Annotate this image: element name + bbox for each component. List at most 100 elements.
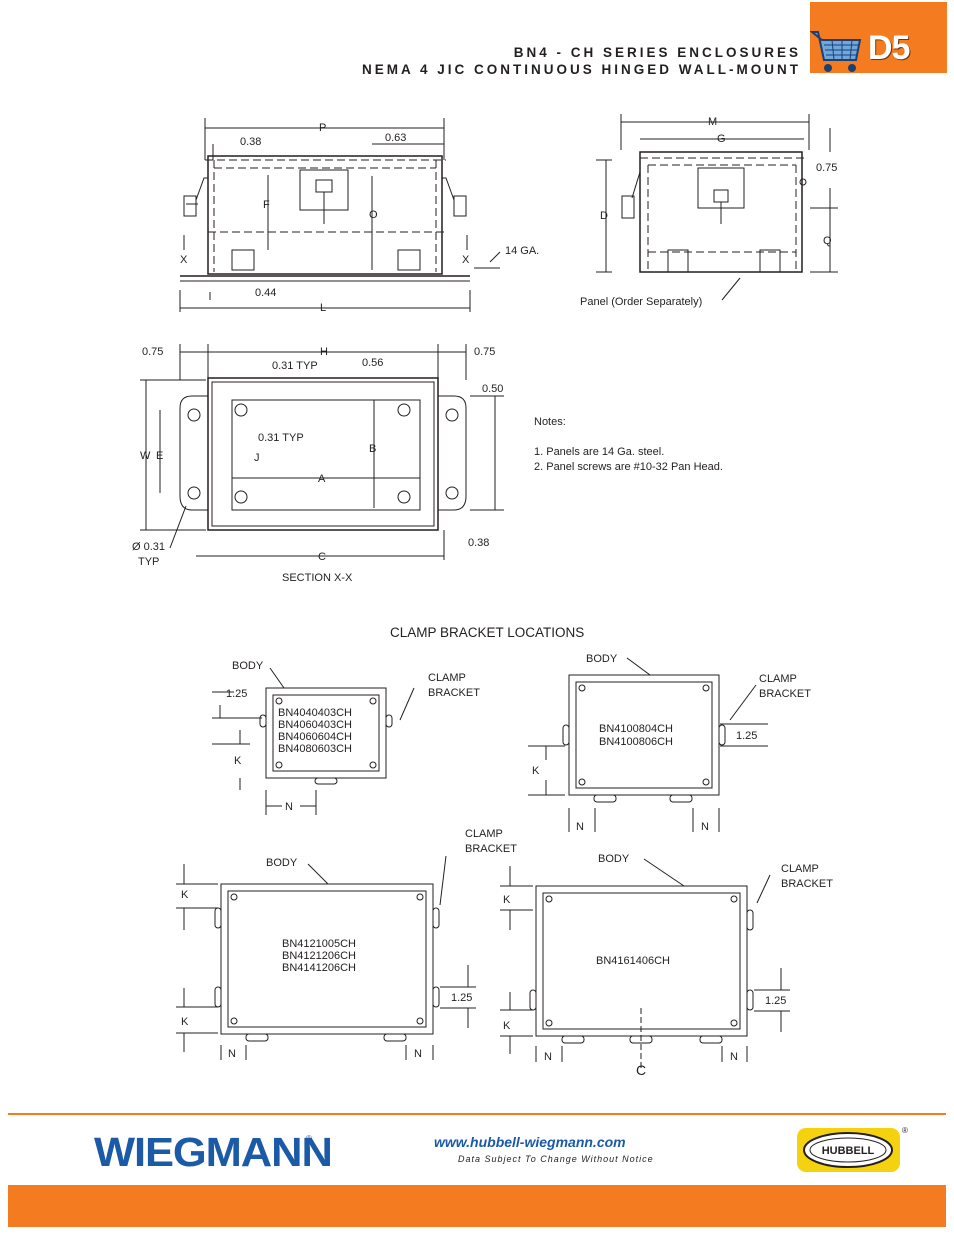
model-g3-0: BN4121005CH: [282, 938, 356, 950]
dim-O: O: [369, 209, 378, 221]
clamp-diagram-1: [212, 667, 415, 815]
section-mark-x-right: X: [462, 254, 470, 266]
page-title: BN4 - CH SERIES ENCLOSURES NEMA 4 JIC CO…: [362, 44, 801, 78]
section-view-drawing: [140, 344, 504, 560]
dim-K-3a: K: [181, 889, 189, 901]
body-label-4: BODY: [598, 853, 630, 865]
clamp-diagram-2: [528, 657, 768, 832]
dim-K-4a: K: [503, 894, 511, 906]
section-tab: [810, 2, 947, 73]
dim-N-2b: N: [701, 821, 709, 833]
front-view-drawing: [179, 118, 501, 312]
dim-125-4: 1.25: [765, 995, 786, 1007]
model-g1-2: BN4060604CH: [278, 731, 352, 743]
section-caption: SECTION X-X: [282, 572, 353, 584]
clamp-label-2b: BRACKET: [759, 688, 811, 700]
dim-N-3b: N: [414, 1048, 422, 1060]
wiegmann-logo: WIEGMANN: [94, 1129, 333, 1175]
dim-056: 0.56: [362, 357, 383, 369]
dim-K-1: K: [234, 755, 242, 767]
website-link[interactable]: www.hubbell-wiegmann.com: [434, 1134, 626, 1150]
dim-075-right: 0.75: [474, 346, 495, 358]
section-mark-x-left: X: [180, 254, 188, 266]
dim-N-2a: N: [576, 821, 584, 833]
clamp-section-title: CLAMP BRACKET LOCATIONS: [390, 625, 584, 640]
footer-bar: [8, 1185, 946, 1227]
model-g3-2: BN4141206CH: [282, 962, 356, 974]
dim-125-1: 1.25: [226, 688, 247, 700]
dim-P: P: [319, 122, 326, 134]
dim-K-3b: K: [181, 1016, 189, 1028]
model-g2-0: BN4100804CH: [599, 723, 673, 735]
model-g2-1: BN4100806CH: [599, 736, 673, 748]
dim-W: W: [140, 450, 151, 462]
dim-hole-dia: Ø 0.31: [132, 541, 165, 553]
model-g1-1: BN4060403CH: [278, 719, 352, 731]
clamp-label-3b: BRACKET: [465, 843, 517, 855]
body-label-3: BODY: [266, 857, 298, 869]
dim-031-typ-mid: 0.31 TYP: [258, 432, 304, 444]
technical-drawings: P 0.38 0.63 F O X X 0.44 L 14 GA. M G 0: [132, 114, 838, 1078]
disclaimer-text: Data Subject To Change Without Notice: [458, 1154, 654, 1164]
body-label-1: BODY: [232, 660, 264, 672]
dim-C: C: [318, 551, 326, 563]
note-item-1: 1. Panels are 14 Ga. steel.: [534, 446, 664, 458]
model-g1-3: BN4080603CH: [278, 743, 352, 755]
dim-N-3a: N: [228, 1048, 236, 1060]
dim-125-3: 1.25: [451, 992, 472, 1004]
dim-044: 0.44: [255, 287, 276, 299]
dim-038-section: 0.38: [468, 537, 489, 549]
notes-block: Notes: 1. Panels are 14 Ga. steel. 2. Pa…: [534, 416, 723, 473]
dim-038: 0.38: [240, 136, 261, 148]
hubbell-logo-graphic: HUBBELL: [803, 1132, 893, 1168]
clamp-label-4b: BRACKET: [781, 878, 833, 890]
dim-L: L: [320, 302, 326, 314]
section-tab-label: D5: [868, 29, 910, 67]
dim-031-typ-top: 0.31 TYP: [272, 360, 318, 372]
clamp-label-1a: CLAMP: [428, 672, 466, 684]
clamp-diagram-3: [176, 855, 476, 1060]
note-item-2: 2. Panel screws are #10-32 Pan Head.: [534, 461, 723, 473]
dim-N-1: N: [285, 801, 293, 813]
dim-B: B: [369, 443, 376, 455]
dim-125-2: 1.25: [736, 730, 757, 742]
dim-A: A: [318, 473, 326, 485]
dim-N-4b: N: [730, 1051, 738, 1063]
clamp-label-1b: BRACKET: [428, 687, 480, 699]
shopping-cart-icon[interactable]: [810, 30, 866, 76]
wiegmann-registered-mark: ®: [306, 1134, 312, 1143]
hubbell-logo: HUBBELL: [797, 1128, 900, 1172]
dim-050: 0.50: [482, 383, 503, 395]
clamp-label-4a: CLAMP: [781, 863, 819, 875]
title-line-2: NEMA 4 JIC CONTINUOUS HINGED WALL-MOUNT: [362, 62, 801, 77]
notes-heading: Notes:: [534, 416, 566, 428]
clamp-diagram-4: [500, 858, 790, 1070]
dim-H: H: [320, 346, 328, 358]
footer-divider: [8, 1113, 946, 1115]
clamp-label-2a: CLAMP: [759, 673, 797, 685]
dim-J: J: [254, 452, 260, 464]
dim-N-4a: N: [544, 1051, 552, 1063]
side-view-drawing: [596, 114, 838, 301]
dim-M: M: [708, 116, 717, 128]
dim-K-2: K: [532, 765, 540, 777]
clamp-label-3a: CLAMP: [465, 828, 503, 840]
gauge-label: 14 GA.: [505, 245, 539, 257]
dim-G: G: [717, 133, 726, 145]
panel-note: Panel (Order Separately): [580, 296, 702, 308]
centerline-symbol: C: [636, 1062, 646, 1078]
dim-F: F: [263, 199, 270, 211]
model-g4-0: BN4161406CH: [596, 955, 670, 967]
model-g1-0: BN4040403CH: [278, 707, 352, 719]
dim-075-left: 0.75: [142, 346, 163, 358]
dim-E: E: [156, 450, 163, 462]
body-label-2: BODY: [586, 653, 618, 665]
dim-K-4b: K: [503, 1020, 511, 1032]
dim-Q: Q: [823, 235, 832, 247]
dim-D: D: [600, 210, 608, 222]
title-line-1: BN4 - CH SERIES ENCLOSURES: [513, 45, 801, 60]
hubbell-registered-mark: ®: [902, 1126, 908, 1135]
dim-063: 0.63: [385, 132, 406, 144]
hubbell-logo-text: HUBBELL: [822, 1145, 875, 1157]
model-g3-1: BN4121206CH: [282, 950, 356, 962]
